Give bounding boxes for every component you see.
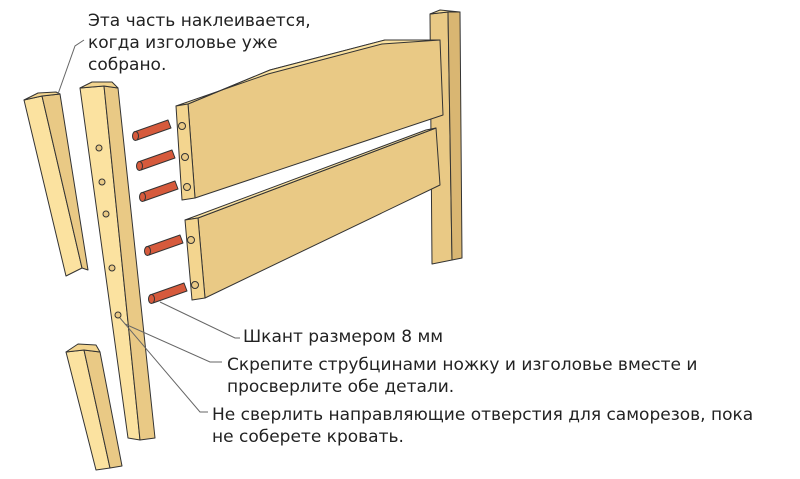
annotation-clamp: Скрепите струбцинами ножку и изголовье в… xyxy=(227,354,697,398)
annotation-line: собрано. xyxy=(88,55,167,75)
annotation-line: просверлите обе детали. xyxy=(227,377,455,397)
dowels xyxy=(132,119,188,304)
glued-trim-piece-bottom xyxy=(65,343,123,471)
annotation-glued-part: Эта часть наклеивается, когда изголовье … xyxy=(88,10,311,76)
annotation-dowel: Шкант размером 8 мм xyxy=(243,327,444,347)
upper-headboard-board xyxy=(175,39,444,201)
annotation-line: не соберете кровать. xyxy=(212,427,404,447)
annotation-line: Не сверлить направляющие отверстия для с… xyxy=(212,405,754,425)
annotation-no-drill: Не сверлить направляющие отверстия для с… xyxy=(212,404,753,448)
annotation-line: Эта часть наклеивается, xyxy=(88,11,311,31)
bed-leg xyxy=(79,81,156,441)
glued-trim-piece-top xyxy=(23,91,89,277)
leader-lines xyxy=(57,39,240,413)
lower-headboard-board xyxy=(184,127,441,301)
annotation-line: когда изголовье уже xyxy=(88,33,278,53)
annotation-line: Скрепите струбцинами ножку и изголовье в… xyxy=(227,355,698,375)
